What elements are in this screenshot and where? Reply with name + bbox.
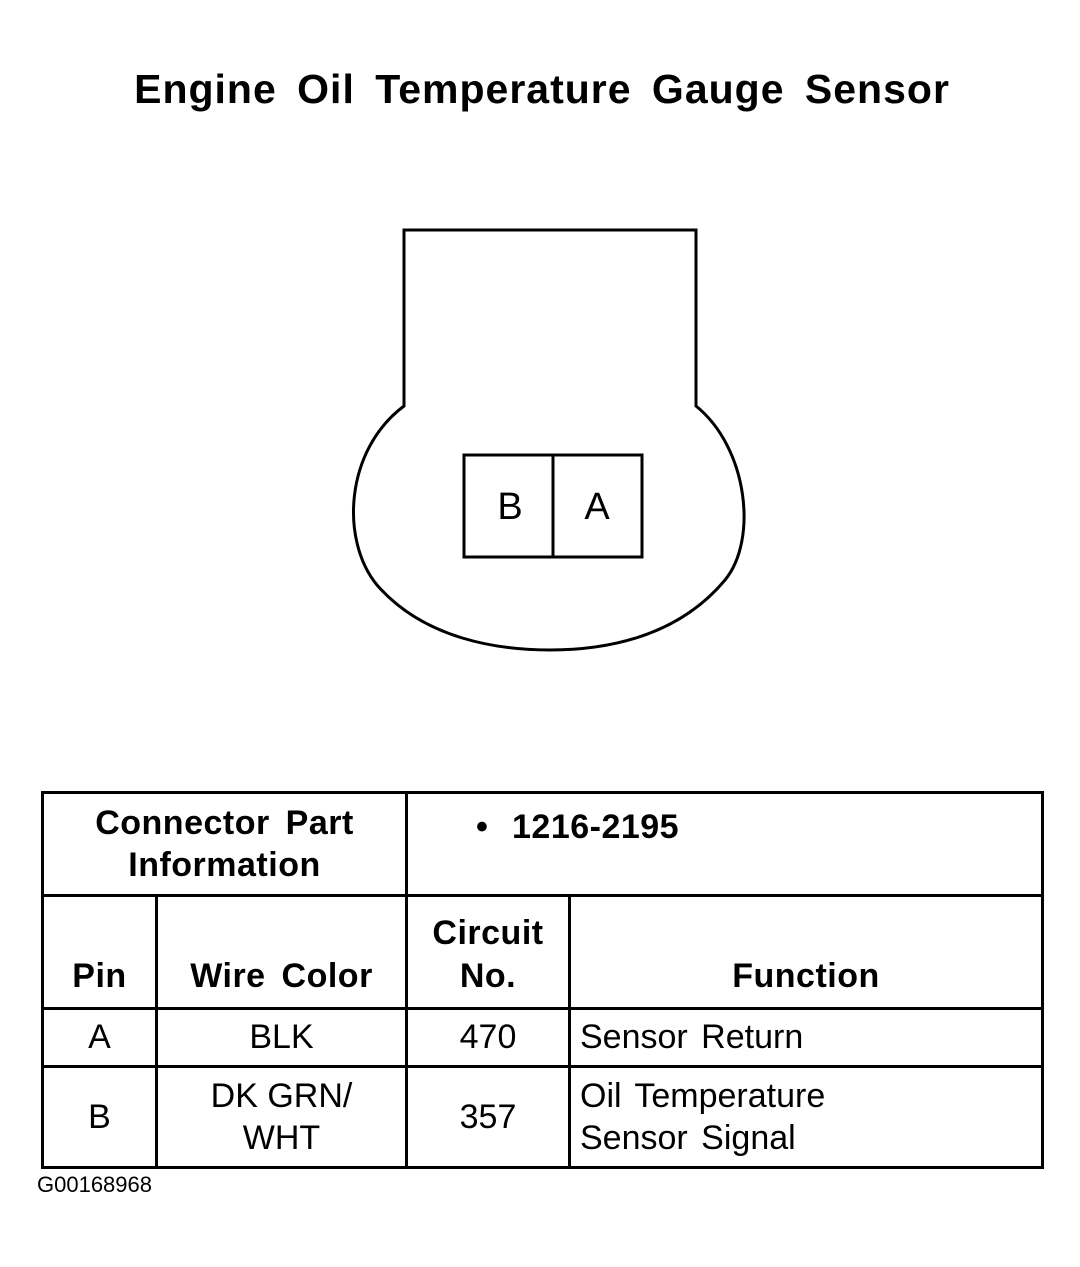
bullet-icon: • [476, 808, 489, 846]
circuit-no-cell: 357 [405, 1065, 571, 1169]
part-info-label: Connector Part Information [41, 791, 408, 897]
connector-outline [352, 228, 746, 652]
wire-color-cell: BLK [155, 1007, 408, 1068]
pin-label-b: B [497, 486, 522, 528]
table-row: A BLK 470 Sensor Return [41, 1007, 1045, 1068]
header-row: Pin Wire Color Circuit No. Function [41, 894, 1045, 1010]
function-cell: Oil Temperature Sensor Signal [567, 1065, 1045, 1169]
part-number-cell: • 1216-2195 [404, 791, 1045, 897]
table-row: B DK GRN/ WHT 357 Oil Temperature Sensor… [41, 1065, 1045, 1169]
header-circuit-no: Circuit No. [405, 894, 571, 1010]
function-cell: Sensor Return [567, 1007, 1045, 1068]
pin-label-a: A [584, 486, 610, 528]
part-number: 1216-2195 [512, 808, 680, 846]
figure-id: G00168968 [37, 1172, 152, 1197]
connector-face-drawing: B A [352, 228, 746, 652]
header-pin: Pin [41, 894, 158, 1010]
diagram-title: Engine Oil Temperature Gauge Sensor [134, 66, 950, 112]
header-function: Function [567, 894, 1045, 1010]
part-info-row: Connector Part Information • 1216-2195 [41, 791, 1045, 897]
pin-cell: A [41, 1007, 158, 1068]
connector-info-table: Connector Part Information • 1216-2195 Pi… [41, 791, 1045, 1169]
pin-cavity-a [551, 453, 644, 559]
header-wire-color: Wire Color [155, 894, 408, 1010]
wire-color-cell: DK GRN/ WHT [155, 1065, 408, 1169]
pin-cell: B [41, 1065, 158, 1169]
circuit-no-cell: 470 [405, 1007, 571, 1068]
